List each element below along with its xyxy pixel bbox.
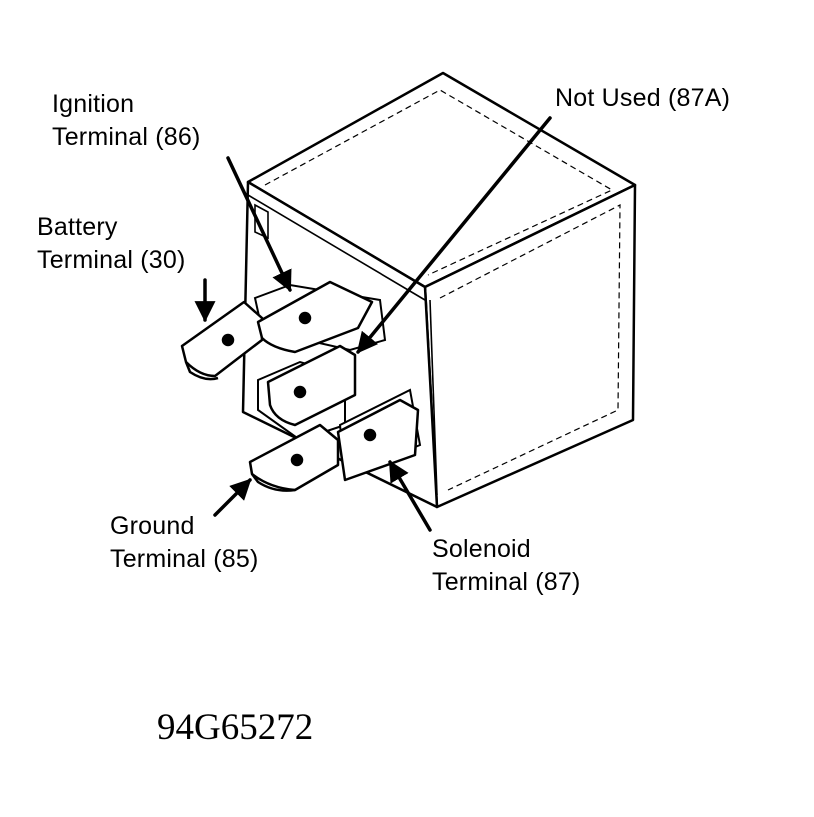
solenoid-terminal-blade: [336, 398, 420, 482]
solenoid-terminal-label: Solenoid Terminal (87): [432, 533, 580, 599]
not-used-label-line1: Not Used (87A): [555, 84, 731, 112]
ignition-label-line1: Ignition: [52, 90, 135, 118]
top-bevel: [247, 194, 426, 301]
ground-terminal-label: Ground Terminal (85): [110, 510, 258, 576]
solenoid-arrow: [388, 460, 432, 532]
ground-label-line2: Terminal (85): [110, 545, 259, 573]
ignition-label-line2: Terminal (86): [52, 123, 201, 151]
not-used-terminal-hole: [293, 385, 307, 399]
ignition-arrow: [226, 156, 292, 292]
battery-label-line1: Battery: [37, 213, 118, 241]
ground-terminal-edge: [251, 473, 296, 492]
right-bevel: [429, 299, 438, 496]
not-used-terminal-blade: [266, 344, 357, 427]
solenoid-label-line2: Terminal (87): [432, 568, 581, 596]
battery-terminal-edge: [184, 361, 219, 381]
ground-arrow: [213, 478, 252, 517]
not-used-arrow: [356, 116, 552, 354]
battery-label-line2: Terminal (30): [37, 246, 186, 274]
ground-label-line1: Ground: [110, 512, 195, 540]
ground-terminal-hole: [290, 453, 304, 467]
ignition-terminal-label: Ignition Terminal (86): [52, 88, 200, 154]
solenoid-terminal-hole: [363, 428, 377, 442]
figure-code: 94G65272: [157, 707, 314, 748]
right-face-detail: [439, 204, 621, 491]
not-used-terminal-label: Not Used (87A): [555, 82, 730, 115]
ignition-terminal-hole: [298, 311, 312, 325]
side-mount: [254, 203, 269, 240]
battery-terminal-hole: [221, 333, 235, 347]
solenoid-label-line1: Solenoid: [432, 535, 531, 563]
ignition-terminal-blade: [256, 280, 374, 354]
battery-terminal-label: Battery Terminal (30): [37, 211, 185, 277]
